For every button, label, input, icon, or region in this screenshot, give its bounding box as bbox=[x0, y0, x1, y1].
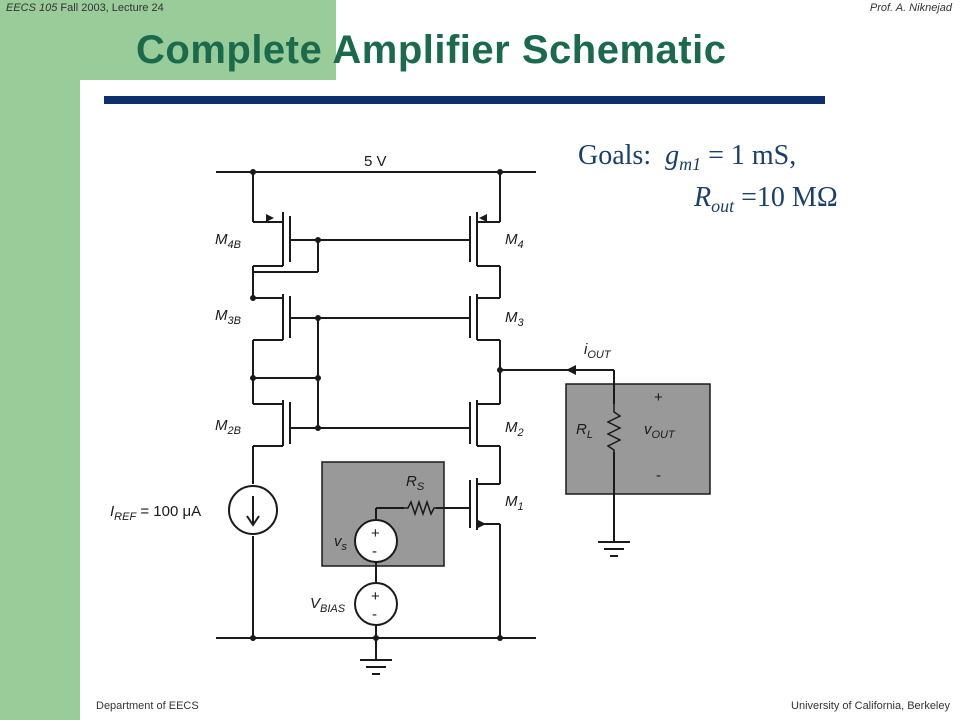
vbias-label: VBIAS bbox=[310, 595, 346, 615]
vs-minus: - bbox=[372, 543, 377, 560]
course-header: EECS 105 Fall 2003, Lecture 24 bbox=[6, 2, 164, 14]
right-stack-wires bbox=[469, 172, 501, 638]
vs-label: vs bbox=[334, 533, 348, 553]
supply-label: 5 V bbox=[364, 153, 387, 170]
left-stack-wires bbox=[252, 172, 319, 638]
ground-symbol-main bbox=[360, 659, 392, 675]
iout-arrow bbox=[566, 365, 576, 375]
left-green-band bbox=[0, 0, 80, 720]
m1-label: M1 bbox=[505, 493, 524, 513]
vbias-minus: - bbox=[372, 606, 377, 623]
m4b-label: M4B bbox=[215, 231, 241, 251]
footer-university: University of California, Berkeley bbox=[791, 700, 950, 712]
iref-arrow-head bbox=[246, 515, 260, 527]
footer-department: Department of EECS bbox=[96, 700, 199, 712]
vs-plus: + bbox=[371, 525, 380, 542]
vout-label: vOUT bbox=[644, 421, 676, 441]
iref-label: IREF = 100 μA bbox=[110, 503, 201, 523]
m3b-label: M3B bbox=[215, 307, 241, 327]
rs-resistor bbox=[404, 499, 436, 517]
title-rule bbox=[104, 96, 825, 104]
load-box bbox=[565, 383, 711, 495]
vout-minus: - bbox=[656, 467, 661, 484]
vout-plus: + bbox=[654, 389, 663, 406]
m3-label: M3 bbox=[505, 309, 525, 329]
rs-label: RS bbox=[406, 473, 425, 493]
goals-rout: Rout =10 MΩ bbox=[694, 182, 838, 216]
ground-symbol-load bbox=[598, 541, 630, 557]
vbias-plus: + bbox=[371, 588, 380, 605]
slide-title: Complete Amplifier Schematic bbox=[136, 28, 727, 72]
vs-source bbox=[354, 519, 398, 563]
rl-label: RL bbox=[576, 421, 593, 441]
top-green-band bbox=[0, 0, 336, 80]
transistor-arrows bbox=[266, 214, 487, 528]
goals-block: Goals: gm1 = 1 mS, Rout =10 MΩ bbox=[578, 136, 838, 215]
rl-resistor bbox=[606, 404, 622, 452]
m4-label: M4 bbox=[505, 231, 524, 251]
author-header: Prof. A. Niknejad bbox=[869, 2, 952, 14]
goals-gm: Goals: gm1 = 1 mS, bbox=[578, 140, 797, 174]
m2b-label: M2B bbox=[215, 417, 241, 437]
vbias-source bbox=[354, 582, 398, 626]
iout-label: iOUT bbox=[584, 341, 612, 361]
m2-label: M2 bbox=[505, 419, 524, 439]
junction-dots bbox=[250, 169, 503, 641]
